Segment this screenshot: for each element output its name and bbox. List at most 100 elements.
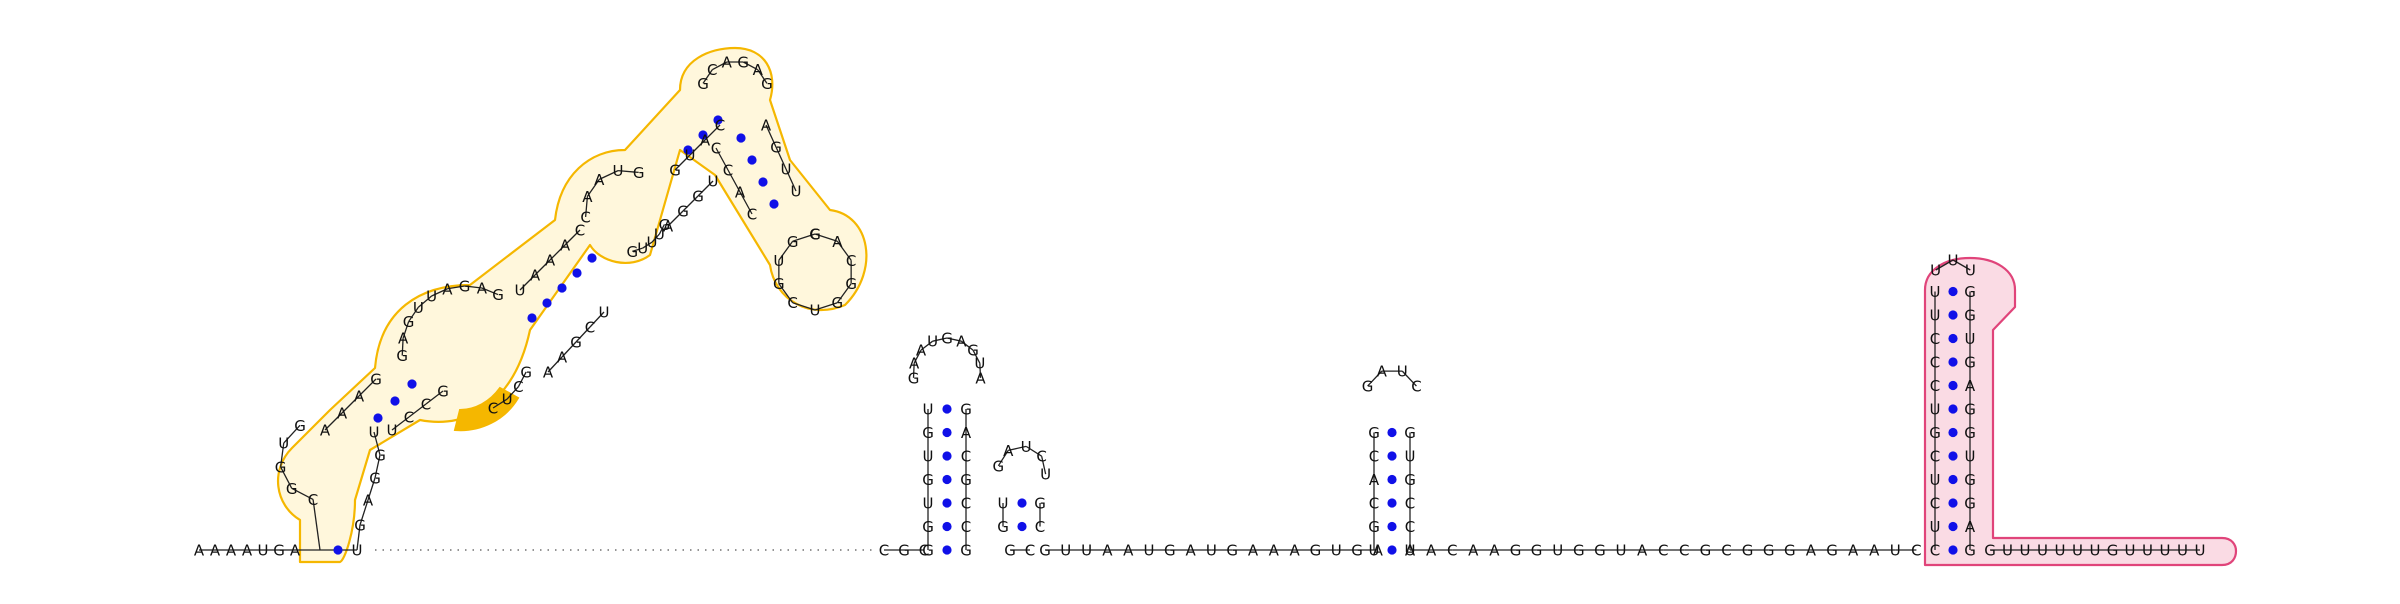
- base-pair-dot: [1948, 380, 1958, 391]
- backbone-segment: [689, 139, 706, 156]
- base-pair-dot: [1017, 521, 1027, 532]
- hairpin-c-5p-nucleotide: C: [1369, 495, 1379, 513]
- backbone-segment: [425, 390, 444, 405]
- right-tail-nucleotide: U: [2002, 542, 2013, 560]
- linker-nucleotide: A: [1123, 542, 1134, 560]
- backbone-segment: [739, 191, 753, 215]
- backbone-segment: [1025, 445, 1043, 457]
- base-pair-dot: [1948, 310, 1958, 320]
- hairpin-a-3p-nucleotide: A: [961, 424, 972, 442]
- stem-2-3p-nucleotide: C: [404, 409, 414, 427]
- linker-2-nucleotide: C: [1679, 542, 1689, 560]
- stem-4-3p-nucleotide: A: [663, 218, 674, 236]
- hairpin-b-5p-nucleotide: G: [997, 518, 1009, 536]
- multiloop-nucleotide: A: [398, 330, 409, 348]
- linker-nucleotide: G: [1226, 542, 1238, 560]
- hairpin-c-3p-nucleotide: U: [1405, 448, 1416, 466]
- backbone-segment: [814, 233, 838, 242]
- backbone-segment: [727, 169, 741, 193]
- stem-5-5p-nucleotide: G: [770, 139, 782, 157]
- hairpin-a-loop-nucleotide: A: [916, 342, 927, 360]
- backbone-segment: [312, 499, 321, 551]
- stem-3-5p-nucleotide: A: [530, 267, 541, 285]
- backbone-segment: [492, 398, 508, 409]
- hairpin-c-3p-nucleotide: G: [1404, 471, 1416, 489]
- domain-2-loop-nucleotide: U: [1948, 252, 1959, 270]
- right-hairpin-nucleotide: G: [845, 275, 857, 293]
- stem-2-5p-nucleotide: A: [337, 405, 348, 423]
- multiloop-nucleotide: G: [459, 278, 471, 296]
- base-pair-dot: [1387, 451, 1397, 461]
- hairpin-c-loop-nucleotide: G: [1362, 378, 1374, 396]
- loop-1b-nucleotide: G: [374, 447, 386, 465]
- base-pair-dot: [527, 313, 537, 323]
- base-pair-dot: [1948, 333, 1958, 344]
- right-tail-nucleotide: U: [2142, 542, 2153, 560]
- base-pair-dot: [1948, 357, 1958, 367]
- base-pair-dot: [942, 427, 952, 438]
- linker-2-nucleotide: A: [1848, 542, 1859, 560]
- stem-3-3p-nucleotide: G: [570, 334, 582, 352]
- domain-2-loop-nucleotide: U: [1930, 262, 1941, 280]
- linker-2-nucleotide: G: [1573, 542, 1585, 560]
- loop-1b-nucleotide: A: [363, 492, 374, 510]
- hairpin-a-loop-nucleotide: G: [967, 342, 979, 360]
- hairpin-a-loop-nucleotide: A: [975, 369, 986, 387]
- hairpin-a-5p-nucleotide: U: [923, 401, 934, 419]
- backbone-segment: [341, 395, 360, 414]
- domain-2-5p-nucleotide: C: [1930, 377, 1940, 395]
- linker-nucleotide: A: [1185, 542, 1196, 560]
- backbone-segment: [778, 283, 794, 304]
- domain-2-3p-nucleotide: G: [1964, 401, 1976, 419]
- multiloop-nucleotide: A: [442, 280, 453, 298]
- left-tail-nucleotide: A: [210, 542, 221, 560]
- internal-loop-3p-nucleotide: U: [654, 226, 665, 244]
- backbone-segment: [697, 180, 714, 197]
- linker-nucleotide: G: [1164, 542, 1176, 560]
- internal-loop-3p-nucleotide: U: [647, 234, 658, 252]
- backbone-segment: [517, 371, 527, 388]
- left-tail-nucleotide: G: [273, 542, 285, 560]
- backbone-segment: [979, 363, 982, 378]
- stem-4-3p-nucleotide: G: [677, 203, 689, 221]
- left-tail-nucleotide: A: [290, 542, 301, 560]
- left-tail-nucleotide: U: [258, 542, 269, 560]
- base-pair-dot: [1948, 521, 1958, 532]
- backbone-segment: [599, 170, 619, 180]
- base-pair-dot: [542, 298, 552, 308]
- right-hairpin-nucleotide: G: [787, 233, 799, 251]
- base-pair-dot: [557, 283, 567, 293]
- linker-2-nucleotide: G: [1594, 542, 1606, 560]
- stem-3-3p-nucleotide: C: [585, 319, 595, 337]
- stem-3-3p-nucleotide: A: [557, 349, 568, 367]
- backbone-segment: [356, 524, 361, 551]
- linker-nucleotide: A: [1248, 542, 1259, 560]
- middle-5p-nucleotide: G: [898, 542, 910, 560]
- multiloop-nucleotide: G: [396, 347, 408, 365]
- stem-2-5p-nucleotide: A: [354, 388, 365, 406]
- hairpin-b-loop-nucleotide: U: [1021, 438, 1032, 456]
- hairpin-a-5p-nucleotide: G: [922, 542, 934, 560]
- stem-4-3p-nucleotide: G: [692, 188, 704, 206]
- left-tail-nucleotide: A: [226, 542, 237, 560]
- backbone-segment: [658, 224, 666, 235]
- stem-3-5p-nucleotide: A: [560, 237, 571, 255]
- backbone-segment: [1935, 259, 1954, 271]
- backbone-segment: [742, 61, 759, 71]
- multiloop-nucleotide: U: [426, 288, 437, 306]
- linker-2-nucleotide: A: [1869, 542, 1880, 560]
- linker-2-nucleotide: U: [1616, 542, 1627, 560]
- multiloop-nucleotide: G: [403, 313, 415, 331]
- backbone-segment: [519, 274, 536, 291]
- base-pair-dot: [713, 115, 723, 125]
- domain-2-3p-nucleotide: G: [1964, 471, 1976, 489]
- base-pair-dot: [373, 413, 383, 423]
- hairpin-a-5p-nucleotide: G: [922, 518, 934, 536]
- hairpin-a-5p-nucleotide: U: [923, 495, 934, 513]
- backbone-segment: [617, 169, 639, 174]
- linker-2-nucleotide: A: [1489, 542, 1500, 560]
- domain-2-3p-nucleotide: G: [1964, 495, 1976, 513]
- left-tail-nucleotide: A: [194, 542, 205, 560]
- hairpin-c-loop-nucleotide: A: [1377, 363, 1388, 381]
